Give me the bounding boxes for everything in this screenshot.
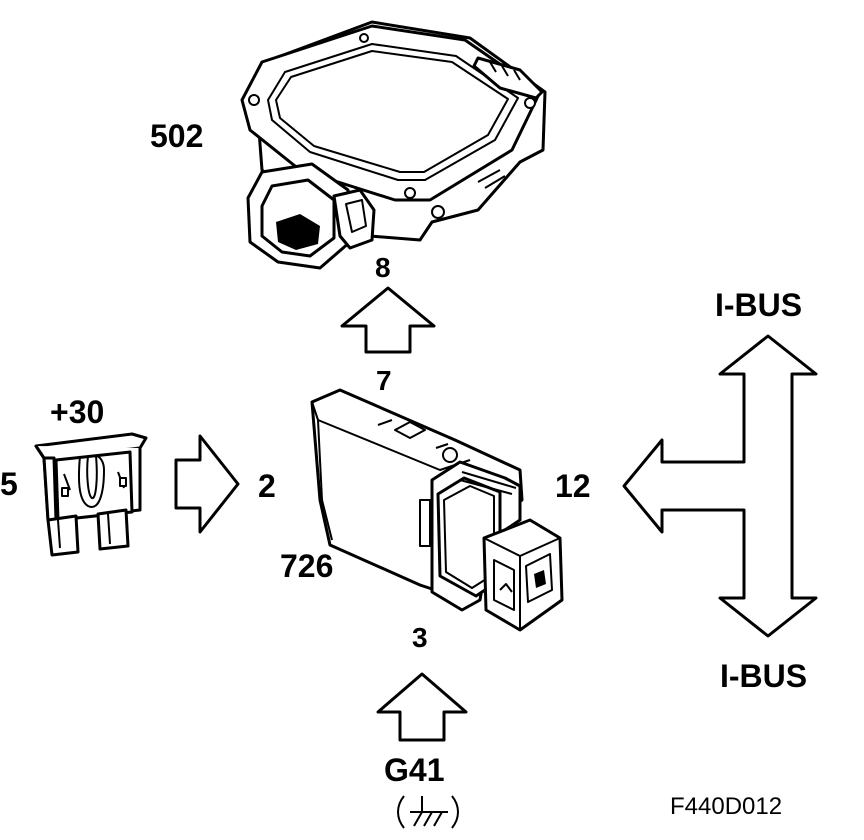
ground-g41-label: G41	[384, 752, 445, 788]
module-502-label: 502	[150, 118, 204, 154]
i-bus-bottom-label: I-BUS	[720, 658, 808, 694]
pin-8-label: 8	[375, 252, 391, 283]
ground-symbol-icon	[397, 795, 459, 829]
connector-module-icon	[310, 388, 564, 632]
arrow-ibus	[622, 334, 818, 638]
pin-3-label: 3	[412, 622, 428, 653]
fuse-icon	[34, 432, 148, 557]
arrow-right-fuse	[174, 434, 240, 534]
i-bus-top-label: I-BUS	[715, 287, 803, 323]
fuse-number-label: 5	[0, 466, 18, 502]
pin-7-label: 7	[376, 365, 392, 396]
arrow-up-ground	[376, 672, 468, 742]
arrow-up-top	[340, 286, 436, 354]
fuse-value-label: +30	[50, 394, 105, 430]
pin-2-label: 2	[258, 468, 276, 504]
figure-code-label: F440D012	[670, 793, 783, 820]
pin-12-label: 12	[555, 468, 591, 504]
control-module-icon	[240, 20, 547, 270]
module-726-label: 726	[280, 548, 334, 584]
